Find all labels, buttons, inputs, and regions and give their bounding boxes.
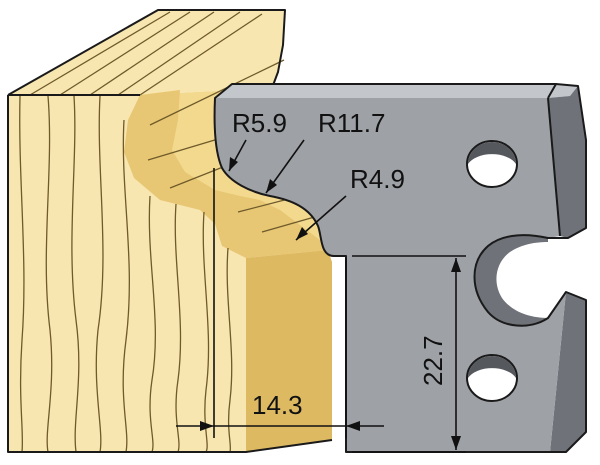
wood-workpiece [7, 9, 335, 453]
blade-side-face [548, 86, 586, 452]
height-dimension-label: 22.7 [418, 335, 448, 386]
wood-front-face [8, 95, 246, 452]
wood-outline [7, 9, 333, 453]
blade-notch-shadow [474, 235, 548, 326]
blade-top-face [215, 84, 578, 98]
wood-right-face [246, 250, 332, 452]
blade-outline [213, 83, 587, 453]
wood-top-face [8, 10, 285, 95]
cutter-blade [213, 83, 587, 453]
radius-label-r4-9: R4.9 [350, 164, 405, 194]
dimension-arrows [200, 157, 461, 450]
width-dimension-label: 14.3 [252, 390, 303, 420]
wood-grain [19, 11, 319, 453]
mounting-hole-lower [466, 354, 518, 402]
mounting-hole-upper [466, 140, 518, 188]
wood-profile-shade [124, 90, 328, 258]
dimension-lines [176, 139, 466, 453]
radius-label-r5-9: R5.9 [232, 108, 287, 138]
radius-label-r11-7: R11.7 [318, 108, 385, 138]
